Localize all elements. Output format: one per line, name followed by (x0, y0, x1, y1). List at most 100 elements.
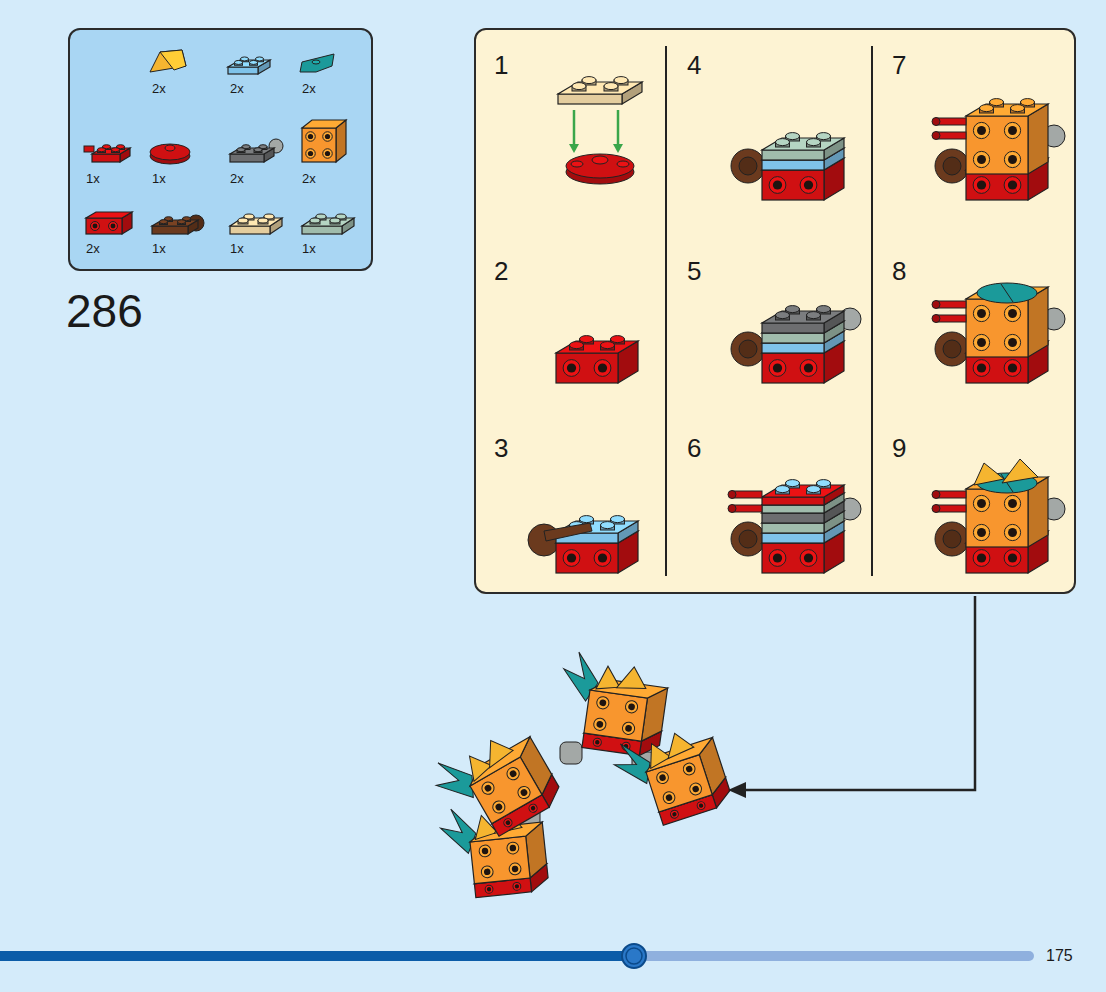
step-illustration (973, 177, 990, 194)
model-illustration (519, 788, 528, 797)
step-illustration (776, 312, 790, 319)
step-illustration (935, 149, 969, 183)
step-illustration (1011, 105, 1025, 112)
step-illustration (762, 485, 844, 497)
model-illustration (644, 739, 672, 768)
parts-illustration (330, 218, 340, 223)
part-count: 1x (302, 242, 316, 255)
model-illustration (655, 770, 670, 785)
step-illustration (617, 110, 620, 146)
parts-illustration (160, 50, 186, 70)
step-illustration (786, 133, 800, 140)
parts-illustration (323, 132, 333, 142)
model-illustration (593, 738, 602, 747)
step-illustration (974, 463, 1004, 485)
progress-bar (0, 944, 1034, 968)
step-illustration (1008, 126, 1017, 135)
step-illustration (980, 105, 994, 112)
part-count: 1x (230, 242, 244, 255)
step-illustration (731, 522, 765, 556)
model-illustration (530, 805, 536, 811)
parts-illustration (238, 218, 248, 223)
step-illustration (567, 363, 576, 372)
substep-number: 9 (892, 435, 906, 461)
parts-illustration (112, 148, 120, 152)
step-illustration (932, 132, 940, 140)
model-illustration (479, 845, 492, 858)
progress-bar (622, 944, 646, 968)
model-illustration (685, 765, 693, 773)
step-illustration (544, 523, 592, 541)
substep-number: 6 (687, 435, 701, 461)
step-illustration (762, 505, 824, 513)
step-illustration (800, 177, 817, 194)
part-count: 2x (302, 172, 316, 185)
substep-number: 3 (494, 435, 508, 461)
step-illustration (966, 104, 1048, 116)
substep-number: 5 (687, 258, 701, 284)
model-illustration (599, 699, 607, 707)
model-illustration (502, 817, 513, 828)
step-illustration (556, 543, 618, 573)
parts-illustration (228, 67, 258, 74)
parts-illustration (160, 220, 168, 224)
model-illustration (622, 721, 636, 735)
parts-illustration (235, 60, 243, 64)
step-illustration (739, 340, 757, 358)
step-illustration (571, 161, 583, 167)
step-illustration (582, 77, 596, 84)
model-illustration (481, 865, 494, 878)
parts-list-panel: 2x2x2x1x1x2x2x2x1x1x1x (68, 28, 373, 271)
step-illustration (594, 360, 611, 377)
substep-panel: 123456789 (474, 28, 1076, 594)
step-illustration (1008, 528, 1017, 537)
step-illustration (973, 122, 989, 138)
step-illustration (932, 301, 940, 309)
parts-illustration (84, 146, 94, 152)
page-number: 175 (1046, 948, 1073, 964)
step-illustration (773, 363, 782, 372)
parts-illustration (109, 222, 118, 231)
parts-illustration (93, 224, 98, 229)
step-illustration (728, 505, 736, 513)
step-illustration (604, 83, 618, 90)
arrow-line (728, 782, 746, 798)
parts-illustration (84, 50, 354, 234)
step-illustration (762, 138, 844, 150)
step-illustration (1004, 360, 1021, 377)
parts-illustration (256, 57, 264, 61)
parts-illustration (250, 60, 258, 64)
progress-bar (626, 948, 642, 964)
step-illustration (1004, 305, 1020, 321)
step-illustration (800, 360, 817, 377)
parts-illustration (230, 154, 264, 162)
step-illustration (977, 283, 1037, 303)
parts-illustration (150, 50, 186, 72)
part-count: 1x (152, 172, 166, 185)
step-illustration (773, 180, 782, 189)
model-illustration (509, 844, 516, 851)
parts-illustration (241, 57, 249, 61)
step-illustration (1004, 550, 1021, 567)
parts-illustration (325, 134, 330, 139)
parts-illustration (98, 148, 106, 152)
step-illustration (943, 340, 961, 358)
step-illustration (977, 338, 986, 347)
step-illustration (617, 161, 629, 167)
step-illustration (762, 343, 824, 353)
step-illustration (977, 155, 986, 164)
substep-number: 8 (892, 258, 906, 284)
substep-number: 1 (494, 52, 508, 78)
step-illustration (613, 144, 623, 153)
model-illustration (658, 774, 666, 782)
step-illustration (731, 332, 765, 366)
part-count: 2x (302, 82, 316, 95)
step-illustration (935, 522, 969, 556)
step-illustration (570, 342, 584, 349)
step-illustration (762, 160, 824, 170)
step-illustration (1004, 122, 1020, 138)
step-illustration (977, 499, 986, 508)
substep-number: 2 (494, 258, 508, 284)
